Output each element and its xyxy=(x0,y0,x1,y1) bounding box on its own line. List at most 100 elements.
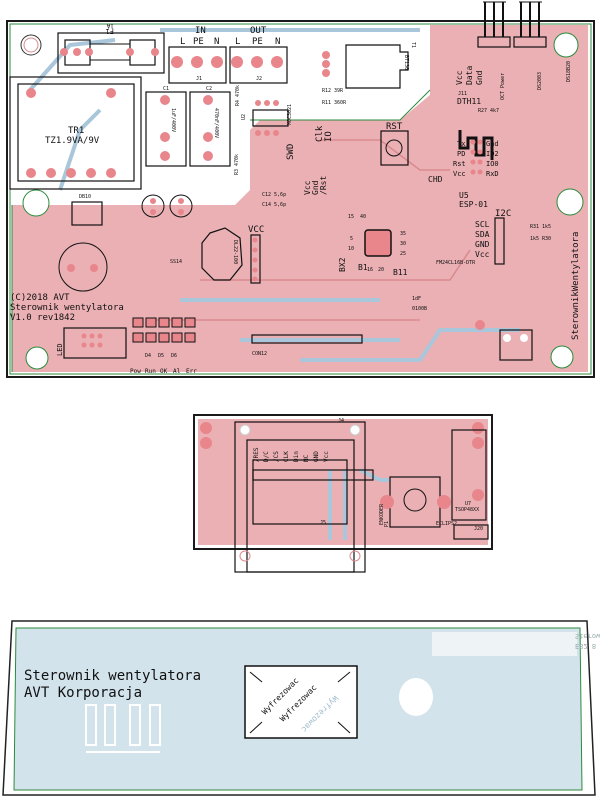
i2c-title: I2C xyxy=(495,209,511,219)
display-pin-label: Vcc xyxy=(323,451,330,462)
capacitor-c5 xyxy=(169,194,193,218)
esp-ref: U5 xyxy=(459,191,469,200)
eclips-label: ECLIPS2 xyxy=(436,521,457,527)
microcontroller-u3 xyxy=(364,229,392,257)
display-pin-label: /CS xyxy=(273,451,280,462)
i2c-pin: Vcc xyxy=(475,250,490,259)
display-pin-header xyxy=(252,469,374,481)
ds18b20-label: DS18B20 xyxy=(566,61,572,82)
fuse-value: 1A xyxy=(106,22,114,29)
ss14-label: SS14 xyxy=(170,259,182,265)
led-label-ok: OK xyxy=(160,368,168,375)
u3-pin-number: 40 xyxy=(360,214,366,220)
i2c-resistor: R31 1k5 xyxy=(530,224,551,230)
chd-label: CHD xyxy=(428,175,443,184)
led-label-al: Al xyxy=(173,368,181,375)
panel-subtitle-line: AVT Korporacja xyxy=(24,685,142,701)
dth11-pin: Vcc xyxy=(455,70,464,85)
connector-in-pin: L xyxy=(180,37,185,47)
u3-pin-number: 15 xyxy=(348,214,354,220)
fuse-ref: F1 xyxy=(106,27,114,35)
crystal-label: B1 xyxy=(358,263,368,272)
display-pin-label: Din xyxy=(293,451,300,462)
u3-pin-number: 35 xyxy=(400,231,406,237)
i2c-pin: SDA xyxy=(475,230,490,239)
esp-pin-left: Tx xyxy=(457,140,465,148)
crystal-label: B11 xyxy=(393,268,408,277)
ir-receiver xyxy=(451,429,487,521)
resistor-label: R11 360R xyxy=(322,100,347,106)
led-label-err: Err xyxy=(186,368,197,375)
resistor-label: R3 470k xyxy=(234,154,240,175)
header-i2c xyxy=(494,217,505,265)
inductor xyxy=(201,227,243,281)
dth11-resistor: R27 4k7 xyxy=(478,108,499,114)
con12-label: CON12 xyxy=(252,351,267,357)
mounting-hole xyxy=(556,188,584,216)
dth11-pin: Gnd xyxy=(475,70,484,85)
front-panel: Sterownik wentylatora AVT Korporacja Wyf… xyxy=(2,620,600,796)
panel-title-line: Sterownik wentylatora xyxy=(24,668,201,684)
c1-value: 1uF/400V xyxy=(170,108,176,132)
connector-in-title: IN xyxy=(195,26,206,36)
connector-in-pin: PE xyxy=(193,37,204,47)
ir-ref: U7 xyxy=(465,501,471,507)
u3-pin-number: 10 xyxy=(348,246,354,252)
optotriac-u2 xyxy=(252,100,289,136)
u2-ref: U2 xyxy=(241,114,247,120)
ir-value: TSOP48XX xyxy=(455,507,479,513)
reset-button xyxy=(380,130,409,166)
display-pin-label: CLK xyxy=(283,451,290,462)
dth11-jumper: J11 xyxy=(458,91,467,97)
swd-pin-label: Gnd xyxy=(311,180,320,195)
main-board xyxy=(6,1,595,378)
u3-pin-number: 25 xyxy=(400,251,406,257)
esp-antenna xyxy=(458,130,494,160)
u3-pin-number: 5 xyxy=(350,236,353,242)
j4-label: J4 xyxy=(338,418,344,424)
led-ref: D4 xyxy=(145,353,151,359)
capacitor-c3 xyxy=(58,242,108,292)
connector-out xyxy=(229,46,288,84)
mirror-text: Sterownik Wentylatora xyxy=(575,632,600,640)
transformer-value: TZ1.9VA/9V xyxy=(45,136,100,146)
esp-header xyxy=(470,139,483,175)
triac-ref: T1 xyxy=(410,42,416,48)
esp-pin-right: IO2 xyxy=(486,150,499,158)
u3-pin-number: 20 xyxy=(378,267,384,273)
esp-pin-right: IO0 xyxy=(486,160,499,168)
bridge-label: DB10 xyxy=(79,194,91,200)
c12-label: C12 5,6p xyxy=(262,192,286,198)
swd-pin-label: Vcc xyxy=(303,180,312,195)
triac-value: BT136 xyxy=(403,55,409,70)
dth11-pin: Data xyxy=(465,66,474,85)
led-pattern xyxy=(85,704,161,753)
led-header-label: LED xyxy=(56,343,64,356)
mounting-hole xyxy=(550,345,574,369)
esp-pin-left: PD xyxy=(457,150,465,158)
oct-label: OCT Power xyxy=(500,73,506,100)
label-1df: 1dF xyxy=(412,296,421,302)
transformer-ref: TR1 xyxy=(68,126,84,136)
resistor-label: R12 39R xyxy=(322,88,344,94)
c2-ref: C2 xyxy=(206,86,212,92)
mounting-hole xyxy=(22,189,50,217)
fuse-holder xyxy=(57,32,165,74)
capacitor-c2 xyxy=(189,91,231,167)
led-ref: D5 xyxy=(158,353,164,359)
io-label: IO xyxy=(324,131,334,142)
c2-value: 470nF/400V xyxy=(213,108,219,138)
mirror-text: E82 8 KK xyxy=(575,642,600,650)
board-title-line: Sterownik wentylatora xyxy=(10,303,124,313)
u2-value: MOC3021 xyxy=(287,104,293,125)
copyright-line: (C)2018 AVT xyxy=(10,293,70,303)
capacitor-c1 xyxy=(145,91,187,167)
u3-pin-number: 30 xyxy=(400,241,406,247)
display-cutout xyxy=(244,665,358,739)
main-board-labels: F1 1A IN L PE N J1 OUT L PE N J2 TR1 TZ1… xyxy=(10,22,581,375)
encoder-hole xyxy=(399,678,433,716)
clk-label: Clk xyxy=(315,125,325,142)
copper-pour xyxy=(12,25,588,372)
connector-in xyxy=(168,46,227,84)
